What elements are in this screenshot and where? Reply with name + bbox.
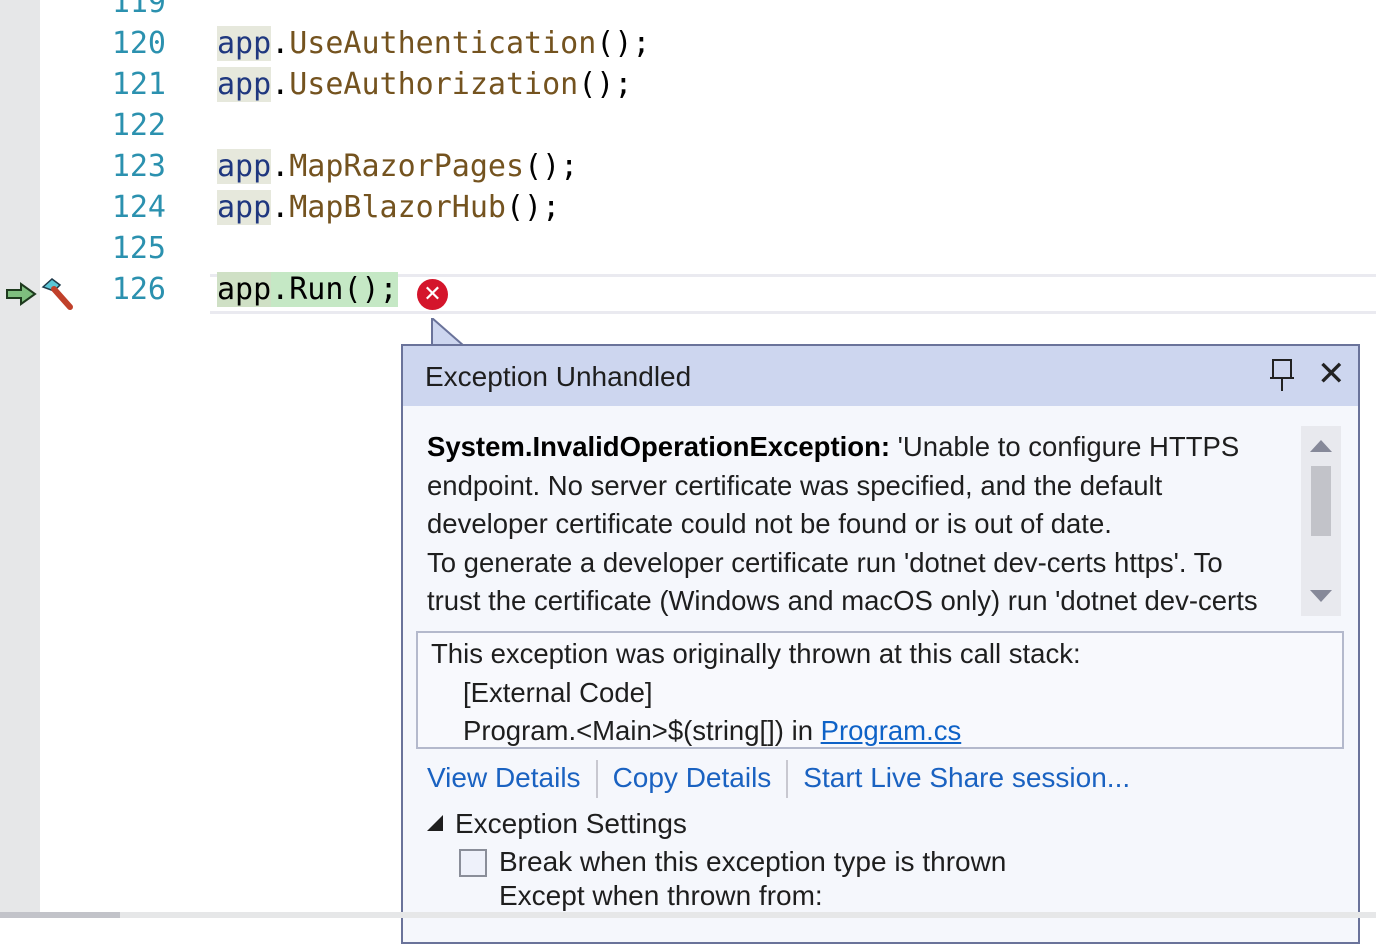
expanded-triangle-icon [427,815,443,831]
code-identifier: app [217,67,272,102]
break-when-thrown-checkbox[interactable] [459,849,487,877]
line-number: 121 [111,67,166,102]
code-line[interactable]: app.UseAuthentication(); [217,26,651,61]
action-links: View Details Copy Details Start Live Sha… [427,760,1131,800]
call-stack-frame-text: Program.<Main>$(string[]) in [463,715,821,746]
break-when-thrown-label[interactable]: Break when this exception type is thrown [499,846,1007,877]
exception-settings-label: Exception Settings [455,808,687,839]
code-identifier: app [217,26,272,61]
scrollbar-thumb[interactable] [1311,466,1331,536]
line-number: 125 [111,231,166,266]
scroll-up-icon[interactable] [1310,440,1332,452]
current-line-highlight [210,274,1376,314]
link-divider [786,760,789,798]
exception-message: System.InvalidOperationException: 'Unabl… [427,428,1277,618]
close-icon[interactable]: ✕ [1317,354,1346,394]
exception-helper-popup: Exception Unhandled ✕ System.InvalidOper… [401,344,1360,944]
start-live-share-link[interactable]: Start Live Share session... [803,762,1131,793]
call-stack-header: This exception was originally thrown at … [431,638,1081,669]
line-number: 123 [111,149,166,184]
program-cs-link[interactable]: Program.cs [820,715,962,746]
call-stack-frame: Program.<Main>$(string[]) in Program.cs [431,712,1342,751]
horizontal-scrollbar[interactable] [0,912,1376,918]
code-line[interactable]: app.MapRazorPages(); [217,149,579,184]
link-divider [595,760,598,798]
view-details-link[interactable]: View Details [427,762,581,793]
current-statement-arrow-icon [6,282,37,306]
code-punctuation: (); [578,67,633,102]
code-identifier: app [217,272,272,307]
code-punctuation: (); [506,190,561,225]
exception-message-text-2: To generate a developer certificate run … [427,546,1258,617]
code-method: UseAuthentication [289,26,597,61]
code-line[interactable]: app.MapBlazorHub(); [217,190,561,225]
editor-gutter [0,0,40,918]
hot-reload-hammer-icon [41,278,73,310]
exception-message-text: 'Unable to configure HTTPS endpoint. No … [427,431,1240,539]
code-punctuation: (); [596,26,651,61]
code-line[interactable]: app.Run(); [217,272,398,307]
pin-icon[interactable] [1269,358,1295,392]
popup-title: Exception Unhandled [425,361,692,392]
exception-error-icon[interactable]: ✕ [417,279,448,310]
call-stack-box: This exception was originally thrown at … [416,631,1344,749]
line-number: 122 [111,108,166,143]
code-line[interactable]: app.UseAuthorization(); [217,67,633,102]
line-number: 119 [111,0,166,20]
line-number: 124 [111,190,166,225]
code-method: UseAuthorization [289,67,579,102]
message-scrollbar[interactable] [1301,426,1341,616]
code-punctuation: (); [524,149,579,184]
except-when-thrown-label: Except when thrown from: [499,880,823,911]
code-identifier: app [217,190,272,225]
exception-type: System.InvalidOperationException: [427,431,891,462]
scroll-down-icon[interactable] [1310,590,1332,602]
line-number: 120 [111,26,166,61]
code-identifier: app [217,149,272,184]
code-method: MapRazorPages [289,149,525,184]
call-stack-frame: [External Code] [463,676,653,708]
scrollbar-thumb[interactable] [0,912,120,918]
popup-header: Exception Unhandled ✕ [403,346,1358,406]
line-number: 126 [111,272,166,307]
exception-settings-toggle[interactable]: Exception Settings [427,808,687,840]
code-method: MapBlazorHub [289,190,506,225]
code-method: Run [289,272,344,307]
copy-details-link[interactable]: Copy Details [612,762,772,793]
code-punctuation: (); [343,272,398,307]
